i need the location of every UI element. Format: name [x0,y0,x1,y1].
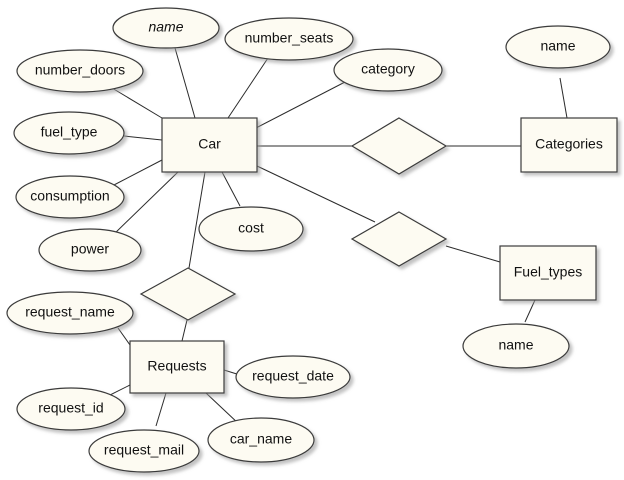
attribute-request-name[interactable]: request_name [6,291,134,335]
entity-car[interactable]: Car [161,117,258,173]
attribute-request-date-label: request_date [252,368,334,384]
attribute-fuel-types-name-label: name [498,337,533,353]
attribute-fuel-type[interactable]: fuel_type [13,111,125,155]
connectors [99,47,568,427]
entity-categories[interactable]: Categories [520,117,618,173]
attribute-request-id[interactable]: request_id [16,387,126,431]
edge-categories-name [559,77,568,119]
attribute-number-seats[interactable]: number_seats [224,17,354,61]
entity-requests-label: Requests [147,358,206,374]
relationship-car-fuel-types[interactable] [350,211,448,267]
attribute-consumption[interactable]: consumption [15,175,125,219]
edge-car-name [174,47,196,119]
edge-car-category [255,81,346,129]
edge-requests-request-name [117,327,131,346]
edge-car-consumption [111,159,163,187]
attribute-number-seats-label: number_seats [245,30,334,46]
edge-car-power [111,171,179,237]
attribute-request-id-label: request_id [38,400,103,416]
attribute-request-mail[interactable]: request_mail [88,429,200,473]
attribute-category[interactable]: category [333,48,443,92]
attribute-request-car-name[interactable]: car_name [207,417,315,463]
attribute-number-doors-label: number_doors [35,62,125,78]
attribute-fuel-type-label: fuel_type [41,124,98,140]
attribute-cost[interactable]: cost [198,206,304,252]
entity-car-label: Car [198,136,221,152]
edge-rel-fuel-entity [445,245,501,263]
entity-fuel-types-label: Fuel_types [514,264,582,280]
attribute-request-car-name-label: car_name [230,431,292,447]
attribute-consumption-label: consumption [30,188,109,204]
edge-requests-request-mail [155,392,167,427]
edge-car-fuel-type [123,135,163,141]
attribute-fuel-types-name[interactable]: name [462,323,570,369]
edge-car-cost [221,171,241,207]
entity-categories-label: Categories [535,136,603,152]
attribute-request-name-label: request_name [25,304,115,320]
attribute-request-mail-label: request_mail [104,442,184,458]
edge-fuel-types-name [524,299,536,323]
edge-car-rel-fuel [256,165,376,223]
attribute-car-name[interactable]: name [112,7,220,49]
attribute-categories-name[interactable]: name [505,25,611,69]
edge-car-number-doors [111,87,163,119]
entity-requests[interactable]: Requests [129,340,225,394]
relationship-car-categories[interactable] [350,117,448,175]
relationship-car-requests[interactable] [139,267,237,321]
attribute-request-date[interactable]: request_date [235,355,351,399]
edge-car-number-seats [227,57,269,119]
attribute-car-name-label: name [148,19,183,35]
attribute-categories-name-label: name [540,38,575,54]
attribute-category-label: category [361,61,415,77]
entity-fuel-types[interactable]: Fuel_types [499,245,597,301]
edge-rel-requests-entity [181,319,188,342]
attribute-cost-label: cost [238,220,264,236]
edge-requests-car-name [205,392,241,426]
attribute-number-doors[interactable]: number_doors [16,49,144,93]
attribute-power[interactable]: power [38,228,142,272]
attribute-power-label: power [71,241,109,257]
edge-car-rel-requests [188,171,206,269]
